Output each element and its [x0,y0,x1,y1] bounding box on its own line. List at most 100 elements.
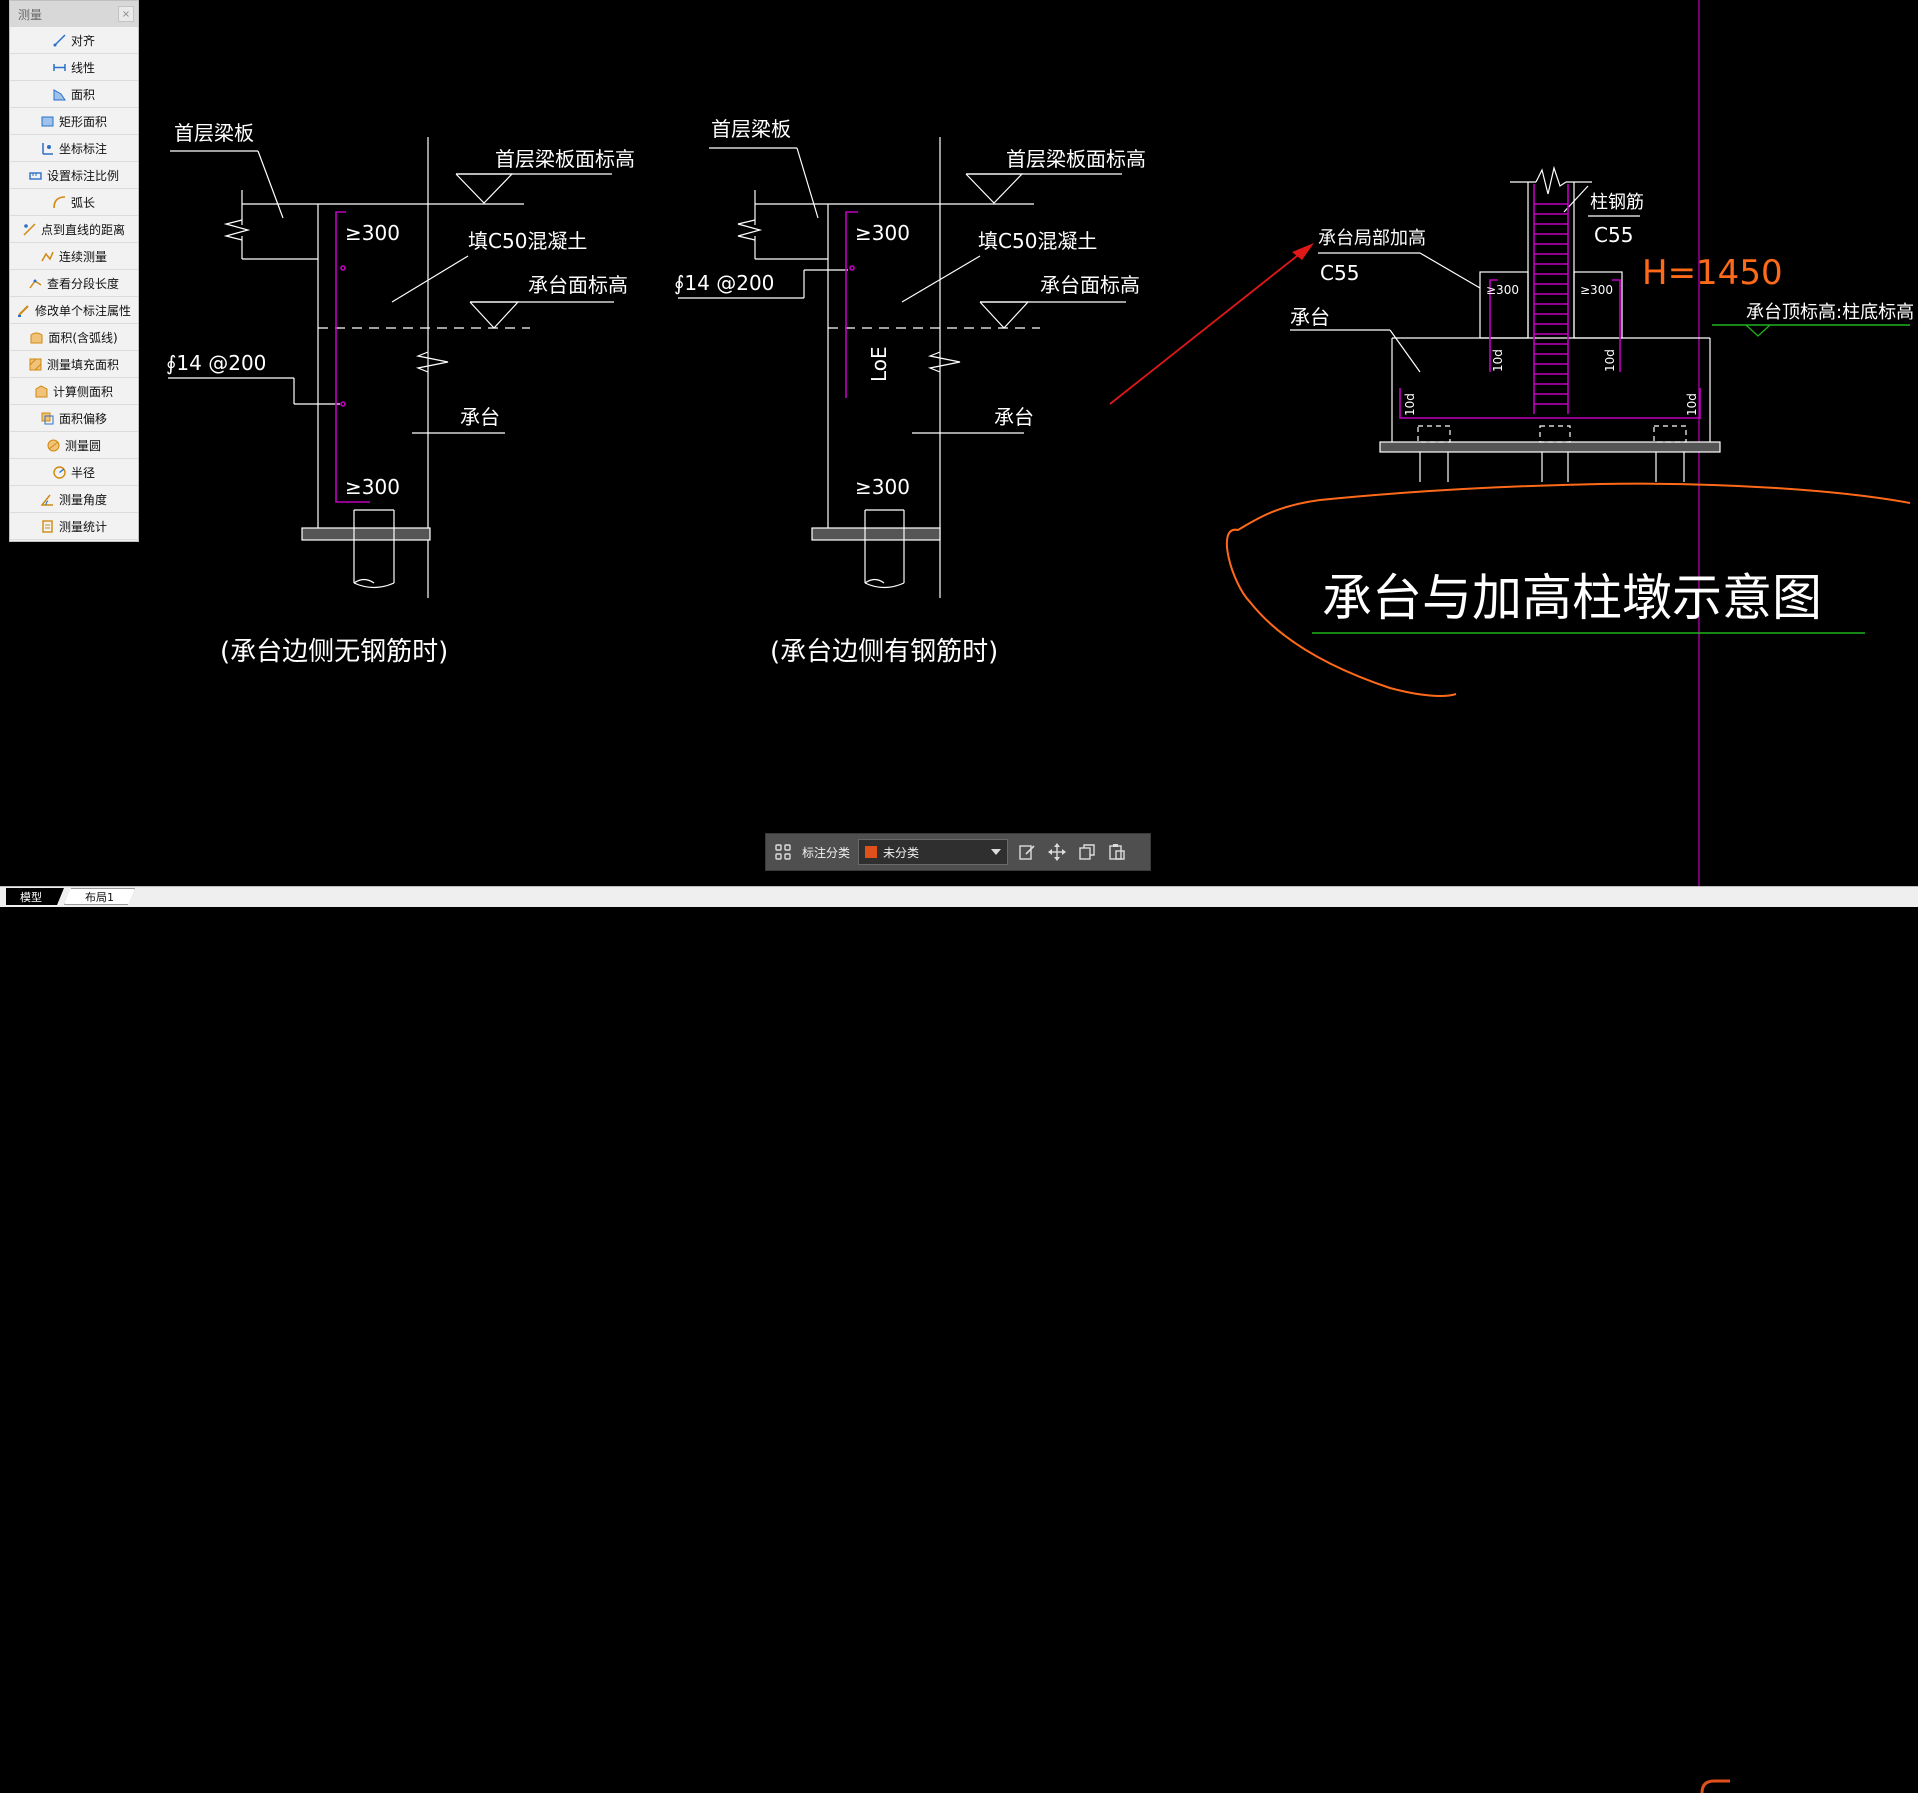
measure-tool-continuous-measure[interactable]: 连续测量 [10,243,138,270]
d3-cap-label: 承台 [1290,305,1330,329]
d1-slab-elev-label: 首层梁板面标高 [495,147,635,171]
detail-with-rebar [678,137,1126,598]
measure-tool-arc-area[interactable]: 面积(含弧线) [10,324,138,351]
align-measure-icon [53,33,66,47]
d3-10d-3: 10d [1603,349,1617,372]
measure-tool-coordinate[interactable]: 坐标标注 [10,135,138,162]
statistics-icon [41,519,54,533]
rect-area-icon [41,115,54,128]
measure-tool-label: 测量角度 [58,492,107,507]
measure-tool-circle-measure[interactable]: 测量圆 [10,432,138,459]
d2-slab-elev-label: 首层梁板面标高 [1006,147,1146,171]
arc-area-icon [30,331,43,344]
cap-top-marker [1745,324,1771,337]
measure-tool-label: 测量圆 [64,438,101,453]
orange-freehand-circle [1225,482,1911,697]
area-icon [53,88,66,101]
tab-model[interactable]: 模型 [6,888,64,905]
annotation-category-label: 标注分类 [802,845,851,860]
grid-icon[interactable] [772,841,794,863]
d2-ge-top-label: ≥300 [855,221,910,245]
arc-length-icon [53,195,66,209]
d3-h-note: H=1450 [1642,253,1783,293]
measure-tool-label: 计算侧面积 [52,384,113,399]
measure-tool-label: 面积偏移 [58,411,107,426]
d2-loe-label: LoE [867,346,891,382]
continuous-measure-icon [41,250,54,263]
detail-without-rebar [168,137,614,598]
d3-local-raise-label: 承台局部加高 [1318,228,1426,249]
measure-tool-hatch-area[interactable]: 测量填充面积 [10,351,138,378]
coordinate-icon [41,142,54,155]
measure-tool-label: 面积(含弧线) [48,330,118,345]
segment-length-icon [29,277,42,290]
detail-without-rebar-steel [335,211,370,503]
side-area-icon [35,384,48,398]
measure-tool-label: 线性 [70,60,95,75]
measure-tool-segment-length[interactable]: 查看分段长度 [10,270,138,297]
point-line-distance-icon [23,222,36,236]
d3-ge-left-label: ≥300 [1486,283,1519,297]
d3-10d-1: 10d [1403,393,1417,416]
measure-tool-label: 修改单个标注属性 [34,303,131,318]
panel-title: 测量 [18,7,43,22]
detail-with-rebar-steel [845,211,858,398]
area-offset-icon [41,412,54,425]
circle-measure-icon [47,439,60,452]
tab-layout1[interactable]: 布局1 [64,888,135,905]
paste-icon[interactable] [1106,841,1128,863]
measure-tool-angle[interactable]: 测量角度 [10,486,138,513]
measure-tool-arc-length[interactable]: 弧长 [10,189,138,216]
measure-tool-label: 对齐 [70,33,95,48]
app-logo-icon [1700,1779,1730,1793]
d3-c55-left-label: C55 [1320,261,1359,285]
category-color-swatch [865,846,878,858]
measure-tool-label: 面积 [70,87,95,102]
measure-tool-statistics[interactable]: 测量统计 [10,513,138,540]
d2-caption: (承台边侧有钢筋时) [770,637,998,667]
d3-10d-2: 10d [1491,349,1505,372]
tool-list: 对齐线性面积矩形面积坐标标注设置标注比例弧长点到直线的距离连续测量查看分段长度修… [10,27,138,540]
d1-ge-bot-label: ≥300 [345,475,400,499]
move-icon[interactable] [1046,841,1068,863]
d1-fill-label: 填C50混凝土 [468,229,587,253]
d1-caption: (承台边侧无钢筋时) [220,637,448,667]
layout-tab-bar: 模型 布局1 [0,886,1918,1793]
d2-cap-elev-label: 承台面标高 [1040,273,1140,297]
measure-tool-edit-annotation[interactable]: 修改单个标注属性 [10,297,138,324]
drawing-canvas[interactable]: 首层梁板 首层梁板面标高 ≥300 填C50混凝土 承台面标高 ∮14 @200… [0,0,1918,906]
detail-pier-steel [1399,184,1701,419]
d2-rebar-label: ∮14 @200 [674,271,774,295]
measure-tool-rect-area[interactable]: 矩形面积 [10,108,138,135]
chevron-down-icon [991,849,1002,855]
measure-tool-side-area[interactable]: 计算侧面积 [10,378,138,405]
d3-ge-right-label: ≥300 [1580,283,1613,297]
d1-rebar-label: ∮14 @200 [166,351,266,375]
annotation-category-select[interactable]: 未分类 [858,839,1009,865]
measure-tool-area[interactable]: 面积 [10,81,138,108]
panel-close-button[interactable]: × [118,6,134,22]
measure-tool-scale[interactable]: 设置标注比例 [10,162,138,189]
measure-tool-label: 查看分段长度 [46,276,119,291]
d2-ge-bot-label: ≥300 [855,475,910,499]
measure-tool-linear-measure[interactable]: 线性 [10,54,138,81]
measure-tool-align-measure[interactable]: 对齐 [10,27,138,54]
edit-annotation-icon [17,304,30,317]
measure-tool-point-line-distance[interactable]: 点到直线的距离 [10,216,138,243]
detail-pier [1290,165,1721,482]
copy-icon[interactable] [1076,841,1098,863]
d2-fill-label: 填C50混凝土 [978,229,1097,253]
d1-cap-label: 承台 [460,405,500,429]
hatch-area-icon [29,358,42,371]
scale-icon [29,169,42,182]
measure-tool-label: 矩形面积 [58,114,107,129]
d3-title: 承台与加高柱墩示意图 [1322,569,1822,627]
annotation-arrow [1109,243,1314,405]
d3-col-rebar-label: 柱钢筋 [1590,192,1644,213]
edit-icon[interactable] [1016,841,1038,863]
d3-10d-4: 10d [1685,393,1699,416]
measure-tool-label: 点到直线的距离 [40,222,125,237]
d1-ge-top-label: ≥300 [345,221,400,245]
measure-tool-radius[interactable]: 半径 [10,459,138,486]
measure-tool-area-offset[interactable]: 面积偏移 [10,405,138,432]
